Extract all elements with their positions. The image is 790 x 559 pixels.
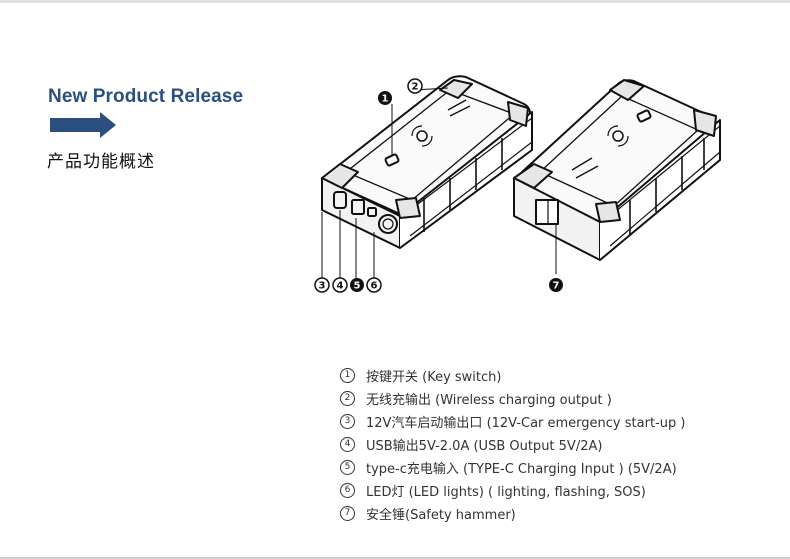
callout-4: 4 <box>332 277 348 293</box>
bottom-border <box>0 557 790 559</box>
feature-number-icon: 1 <box>340 368 355 383</box>
callout-7-label: 7 <box>553 281 560 292</box>
feature-text: 无线充输出 (Wireless charging output ) <box>366 393 612 408</box>
feature-item: 2 无线充输出 (Wireless charging output ) <box>340 387 685 410</box>
feature-text: 按键开关 (Key switch) <box>366 370 502 385</box>
callout-6-label: 6 <box>371 281 378 292</box>
feature-text: LED灯 (LED lights) ( lighting, flashing, … <box>366 485 646 500</box>
power-bank-back-view <box>513 79 721 274</box>
callout-markers: 1 2 3 4 5 6 7 <box>314 78 563 293</box>
power-bank-front-view <box>321 75 533 282</box>
callout-1: 1 <box>378 91 392 105</box>
callout-5-label: 5 <box>354 281 361 292</box>
page-subtitle: 产品功能概述 <box>47 152 155 172</box>
feature-list: 1 按键开关 (Key switch) 2 无线充输出 (Wireless ch… <box>340 364 685 525</box>
feature-number-icon: 5 <box>340 460 355 475</box>
arrow-right-icon <box>50 112 116 138</box>
feature-number-icon: 6 <box>340 483 355 498</box>
feature-item: 7 安全锤(Safety hammer) <box>340 502 685 525</box>
feature-number-icon: 4 <box>340 437 355 452</box>
feature-item: 5 type-c充电输入 (TYPE-C Charging Input ) (5… <box>340 456 685 479</box>
feature-number-icon: 3 <box>340 414 355 429</box>
feature-text: 12V汽车启动输出口 (12V-Car emergency start-up ) <box>366 416 686 431</box>
callout-3: 3 <box>314 277 330 293</box>
page-title: New Product Release <box>48 86 244 107</box>
feature-item: 6 LED灯 (LED lights) ( lighting, flashing… <box>340 479 685 502</box>
callout-2-label: 2 <box>412 82 419 93</box>
callout-3-label: 3 <box>319 281 326 292</box>
feature-item: 3 12V汽车启动输出口 (12V-Car emergency start-up… <box>340 410 685 433</box>
feature-text: 安全锤(Safety hammer) <box>366 508 516 523</box>
feature-text: USB输出5V-2.0A (USB Output 5V/2A) <box>366 439 603 454</box>
callout-2: 2 <box>407 78 423 94</box>
callout-1-label: 1 <box>382 94 389 105</box>
callout-6: 6 <box>366 277 382 293</box>
feature-number-icon: 7 <box>340 506 355 521</box>
callout-5: 5 <box>350 278 364 292</box>
product-illustration: 1 2 3 4 5 6 7 <box>314 75 721 293</box>
feature-text: type-c充电输入 (TYPE-C Charging Input ) (5V/… <box>366 462 677 477</box>
feature-item: 1 按键开关 (Key switch) <box>340 364 685 387</box>
feature-number-icon: 2 <box>340 391 355 406</box>
callout-7: 7 <box>549 278 563 292</box>
top-border <box>0 0 790 3</box>
feature-item: 4 USB输出5V-2.0A (USB Output 5V/2A) <box>340 433 685 456</box>
callout-4-label: 4 <box>337 281 344 292</box>
